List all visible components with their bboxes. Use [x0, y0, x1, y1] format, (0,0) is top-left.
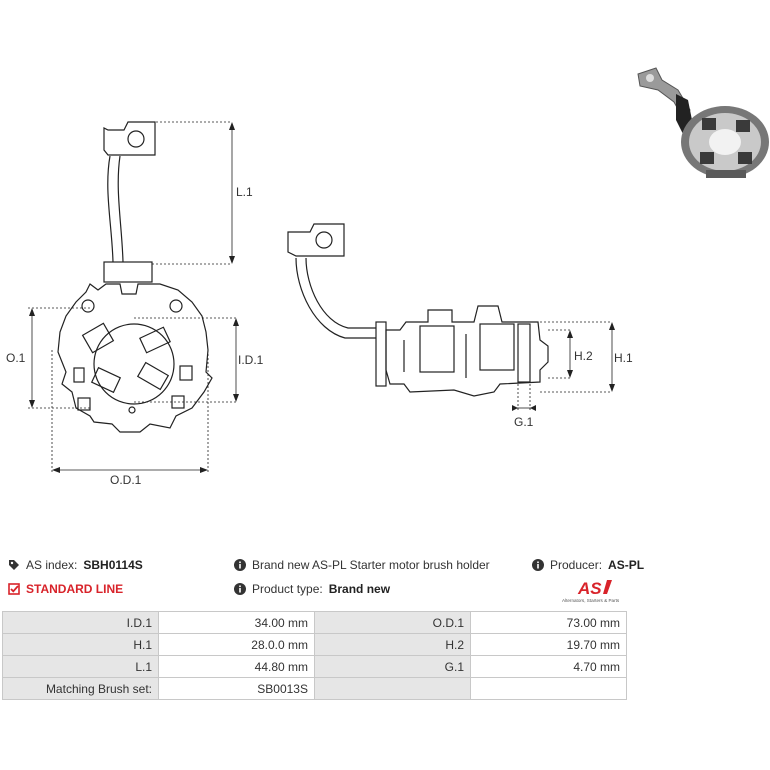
standard-line-label: STANDARD LINE: [26, 582, 124, 596]
product-type-value: Brand new: [328, 582, 391, 596]
brush-side-1: [419, 325, 455, 373]
technical-drawing: L.1 O.1 I.D.1 O.D.1 H.1 H.2 G.1: [6, 121, 633, 487]
spec-label: O.D.1: [314, 611, 471, 634]
spec-value: 28.0.0 mm: [158, 633, 315, 656]
spec-label: [314, 677, 471, 700]
wire-clamp-left: [103, 261, 153, 283]
specs-table: I.D.1 34.00 mm O.D.1 73.00 mm H.1 28.0.0…: [2, 611, 627, 700]
product-photo: [637, 67, 769, 178]
lug-hole-side: [315, 231, 333, 249]
brush-box-4: [136, 361, 170, 391]
tag-icon: [9, 560, 19, 570]
table-row: H.1 28.0.0 mm H.2 19.70 mm: [2, 633, 627, 656]
dim-o1: O.1: [6, 351, 26, 365]
wire-connector-side: [375, 321, 387, 387]
info-icon: [234, 559, 246, 571]
product-type-label: Product type:: [252, 582, 323, 596]
info-icon: [234, 583, 246, 595]
table-row: Matching Brush set: SB0013S: [2, 677, 627, 700]
line-row: STANDARD LINE: [8, 582, 123, 596]
description-row: Brand new AS-PL Starter motor brush hold…: [234, 558, 490, 572]
logo-tagline: Alternators, Starters & Parts: [562, 598, 620, 603]
dim-od1: O.D.1: [110, 473, 142, 487]
description-text: Brand new AS-PL Starter motor brush hold…: [252, 558, 490, 572]
spec-value: SB0013S: [158, 677, 315, 700]
spec-label: G.1: [314, 655, 471, 678]
dim-g1: G.1: [514, 415, 534, 429]
product-type-row: Product type: Brand new: [234, 582, 390, 596]
tab-2: [179, 365, 193, 381]
as-index-label: AS index:: [26, 558, 78, 572]
producer-row: Producer: AS-PL: [532, 558, 644, 572]
spec-value: 34.00 mm: [158, 611, 315, 634]
spec-value: 44.80 mm: [158, 655, 315, 678]
as-pl-logo: AS Alternators, Starters & Parts: [562, 579, 620, 603]
terminal-lug-side: [287, 223, 345, 257]
spec-label: I.D.1: [2, 611, 159, 634]
spec-value: 4.70 mm: [470, 655, 627, 678]
dim-id1: I.D.1: [238, 353, 264, 367]
brush-side-2: [479, 323, 515, 371]
spec-label: L.1: [2, 655, 159, 678]
tab-3: [77, 397, 91, 411]
spec-value: 73.00 mm: [470, 611, 627, 634]
check-square-icon: [8, 583, 20, 595]
as-index-value: SBH0114S: [83, 558, 143, 572]
brush-box-3: [90, 366, 122, 394]
terminal-lug-left: [103, 121, 156, 156]
tab-1: [73, 367, 85, 383]
as-index-row: AS index: SBH0114S: [8, 558, 143, 572]
mount-hole-right: [169, 299, 183, 313]
dim-h2: H.2: [574, 349, 593, 363]
wire-side: [295, 257, 376, 339]
mount-hole-left: [81, 299, 95, 313]
small-hole: [128, 406, 136, 414]
producer-label: Producer:: [550, 558, 603, 572]
holder-body-side: [385, 305, 549, 397]
dim-l1: L.1: [236, 185, 253, 199]
brush-box-1: [81, 322, 115, 354]
center-opening: [93, 323, 175, 405]
spec-value: [470, 677, 627, 700]
spec-label: Matching Brush set:: [2, 677, 159, 700]
info-icon: [532, 559, 544, 571]
spec-value: 19.70 mm: [470, 633, 627, 656]
brush-box-2: [139, 326, 171, 354]
brush-side-3: [517, 323, 531, 383]
holder-plate: [57, 283, 213, 433]
wire-left: [107, 155, 124, 263]
lug-hole-left: [127, 130, 145, 148]
spec-label: H.2: [314, 633, 471, 656]
spec-label: H.1: [2, 633, 159, 656]
dim-h1: H.1: [614, 351, 633, 365]
table-row: L.1 44.80 mm G.1 4.70 mm: [2, 655, 627, 678]
table-row: I.D.1 34.00 mm O.D.1 73.00 mm: [2, 611, 627, 634]
producer-value: AS-PL: [608, 558, 645, 572]
logo-mark: AS: [577, 579, 602, 598]
